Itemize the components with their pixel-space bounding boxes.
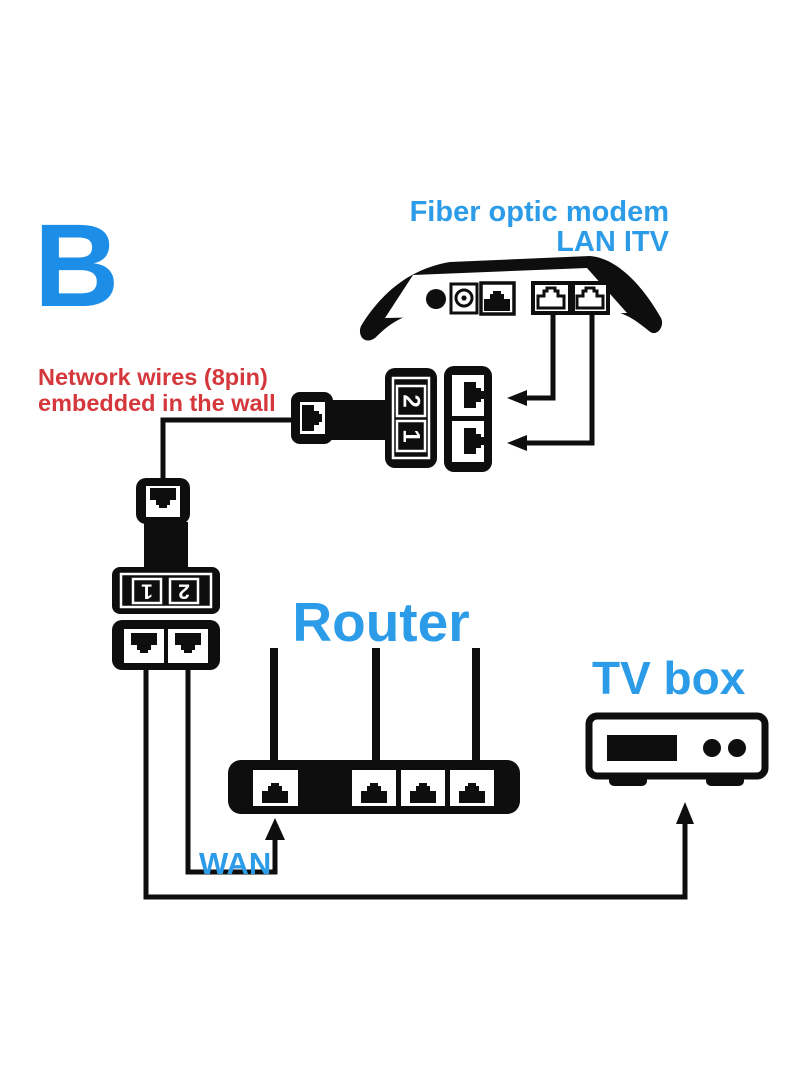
wall-jack-figure	[291, 392, 333, 444]
cables	[143, 313, 694, 900]
splitter-port-number: 1	[398, 429, 425, 442]
tvbox-knob-icon	[703, 739, 721, 757]
tv-box-figure	[585, 712, 769, 786]
cable-splitter-to-wan	[185, 660, 278, 875]
cable-splitter-to-tvbox	[143, 660, 688, 900]
cable-wall-to-splitter	[160, 417, 293, 478]
tvbox-knob-icon	[728, 739, 746, 757]
router-label: Router	[292, 591, 469, 653]
modem-label-line1: Fiber optic modem	[410, 196, 669, 228]
antenna-icon	[270, 648, 278, 764]
tvbox-display	[607, 735, 677, 761]
router-figure	[228, 648, 520, 814]
panel-letter: B	[34, 200, 119, 332]
rj45-itv-port-icon	[571, 281, 610, 315]
rj45-lan-port-icon	[479, 281, 516, 316]
wall-note-line1: Network wires (8pin)	[38, 364, 268, 390]
splitter-port-number: 2	[398, 394, 425, 407]
power-jack-icon	[449, 282, 479, 315]
arrow-up-icon	[676, 802, 694, 824]
round-connector-icon	[426, 289, 446, 309]
arrow-left-icon	[507, 390, 527, 406]
splitter-port-number: 2	[178, 580, 190, 603]
tvbox-label: TV box	[592, 652, 746, 704]
top-splitter-figure: 2 1	[331, 366, 492, 472]
arrow-up-icon	[265, 818, 285, 840]
wan-label: WAN	[199, 846, 271, 881]
antenna-icon	[372, 648, 380, 764]
antenna-icon	[472, 648, 480, 764]
left-splitter-figure: 1 2	[112, 478, 220, 670]
splitter-port-number: 1	[141, 580, 153, 603]
wall-note-line2: embedded in the wall	[38, 390, 276, 416]
modem-label-line2: LAN ITV	[556, 226, 669, 258]
cable-modem-to-splitter-1	[525, 313, 556, 401]
splitter-neck	[331, 400, 387, 440]
fiber-modem-figure	[359, 256, 663, 341]
cable-modem-to-splitter-2	[525, 313, 595, 446]
arrow-left-icon	[507, 435, 527, 451]
splitter-neck	[144, 522, 188, 570]
rj45-itv-port-icon	[531, 281, 572, 315]
